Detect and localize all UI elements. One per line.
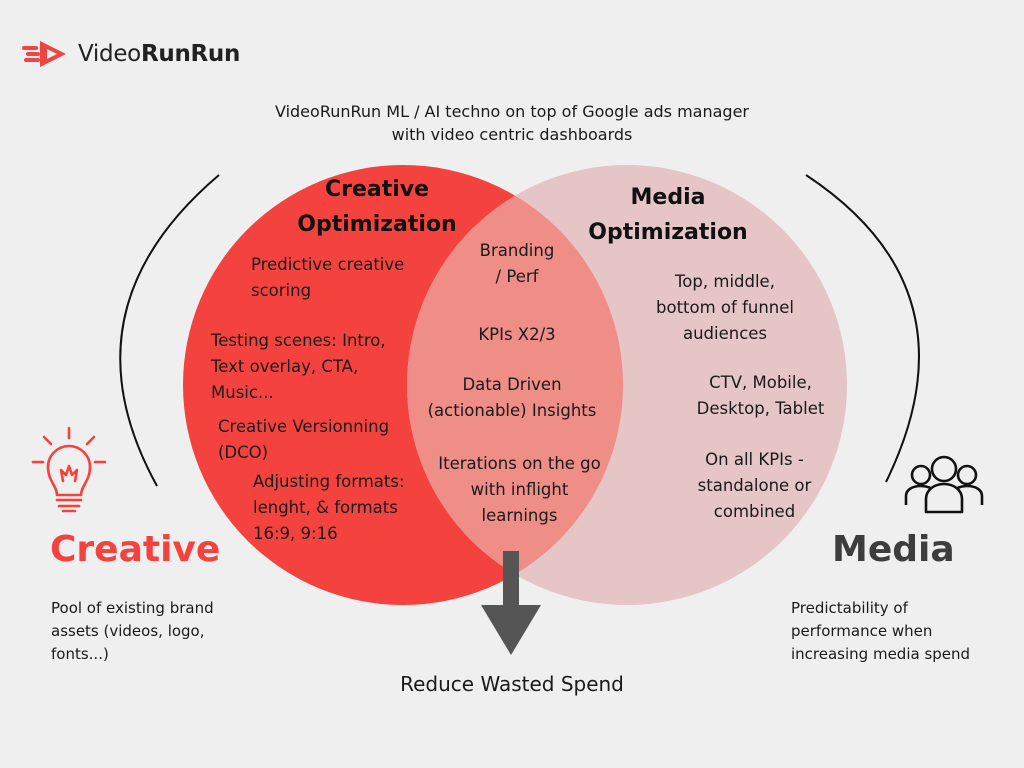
creative-item-testing: Testing scenes: Intro, Text overlay, CTA… [211, 331, 386, 402]
brand-name: VideoRunRun [78, 41, 241, 67]
media-item-devices: CTV, Mobile, Desktop, Tablet [696, 373, 825, 418]
creative-item-versioning: Creative Versionning (DCO) [218, 417, 390, 462]
reduce-wasted-spend-caption: Reduce Wasted Spend [400, 672, 624, 696]
left-arc [119, 174, 220, 487]
lightbulb-icon [31, 426, 107, 513]
top-caption: VideoRunRun ML / AI techno on top of Goo… [0, 100, 1024, 146]
media-description: Predictability of performance when incre… [791, 599, 971, 663]
creative-optimization-title: Creative Optimization [297, 177, 457, 237]
top-caption-line1: VideoRunRun ML / AI techno on top of Goo… [274, 102, 749, 121]
logo-speed-icon [22, 41, 66, 67]
creative-title: Creative [50, 529, 221, 570]
right-arc [805, 174, 920, 483]
creative-description: Pool of existing brand assets (videos, l… [51, 599, 214, 663]
top-caption-line2: with video centric dashboards [391, 125, 633, 144]
people-group-icon [904, 455, 984, 514]
media-optimization-title: Media Optimization [588, 185, 748, 245]
down-arrow-icon [481, 551, 541, 655]
brand-logo: VideoRunRun [22, 38, 240, 70]
overlap-item-branding: Branding / Perf [479, 241, 555, 286]
overlap-item-insights: Data Driven (actionable) Insights [427, 375, 597, 420]
media-item-funnel: Top, middle, bottom of funnel audiences [656, 272, 794, 343]
creative-item-predictive: Predictive creative scoring [251, 255, 405, 300]
overlap-region [407, 165, 623, 605]
media-item-kpis: On all KPIs - standalone or combined [697, 450, 812, 521]
overlap-item-kpis: KPIs X2/3 [478, 325, 556, 344]
media-title: Media [832, 529, 955, 570]
creative-item-formats: Adjusting formats: lenght, & formats 16:… [253, 472, 405, 543]
overlap-item-iterations: Iterations on the go with inflight learn… [438, 454, 601, 525]
